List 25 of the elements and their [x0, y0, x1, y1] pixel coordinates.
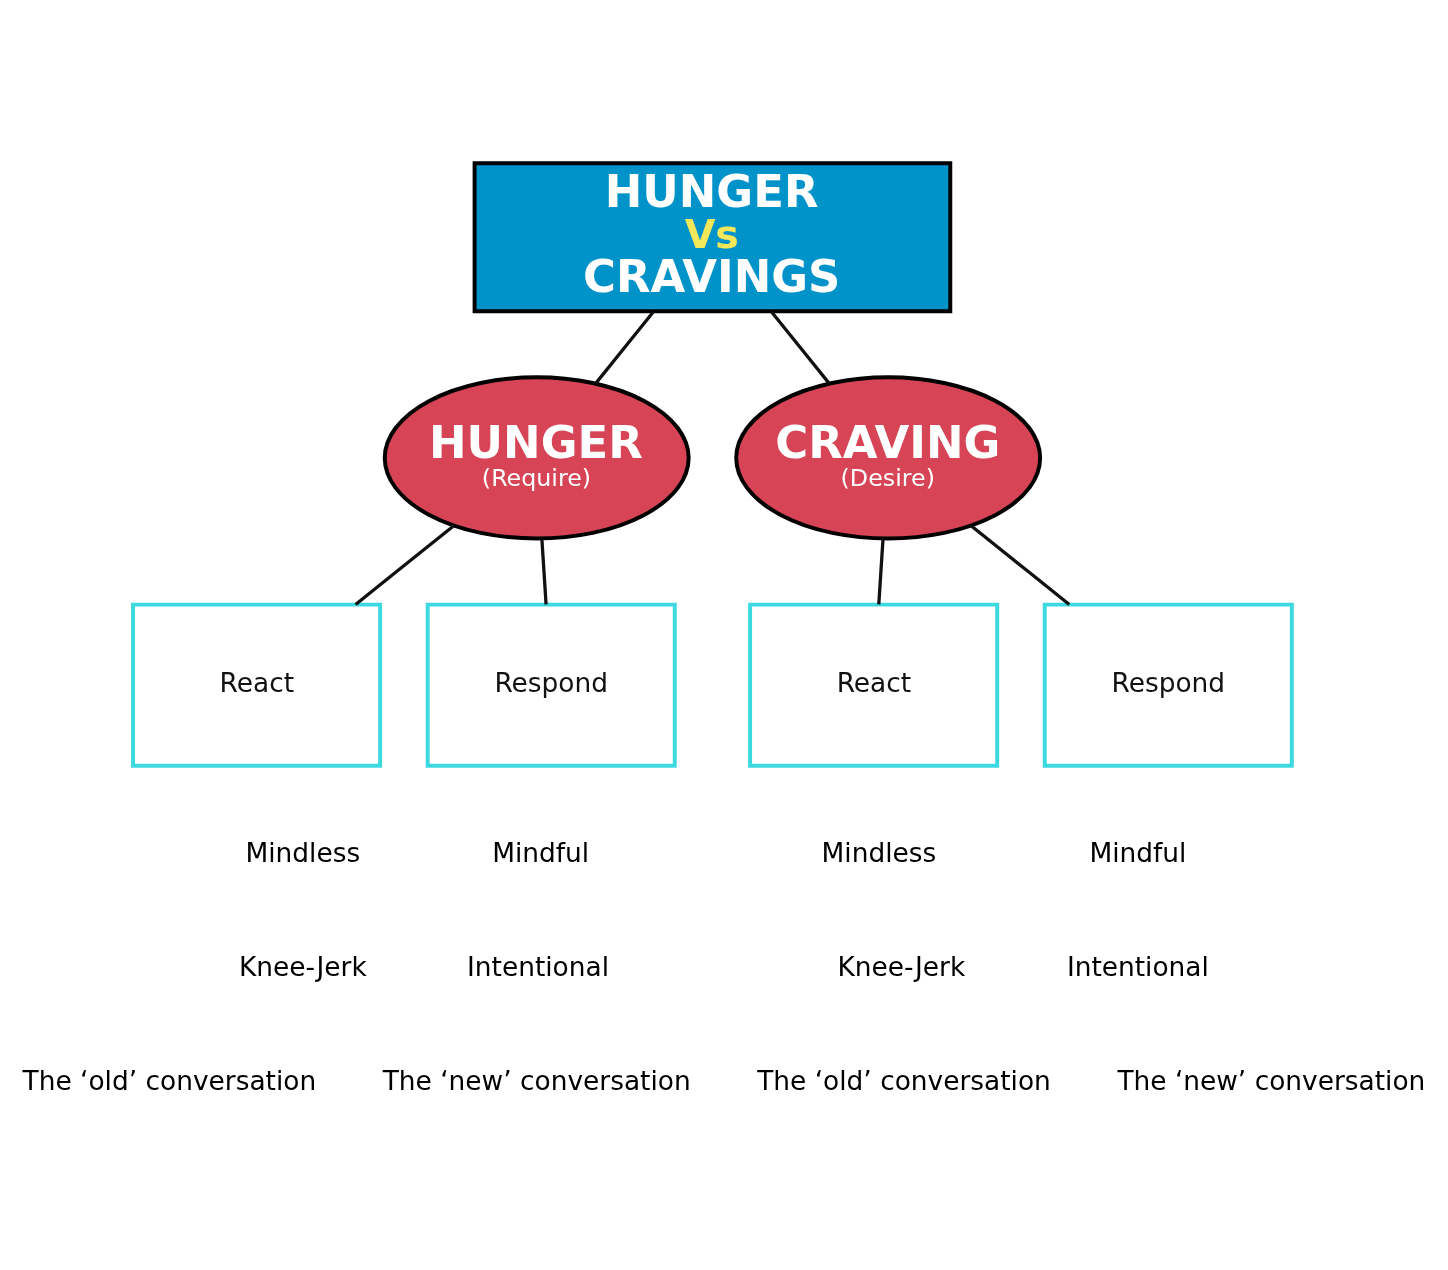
label: Knee-Jerk [238, 950, 367, 982]
label: Mindful [1089, 837, 1187, 869]
label: The ‘new’ conversation [382, 1064, 691, 1096]
label: Mindless [821, 837, 937, 869]
node-box: React [748, 602, 1000, 768]
label: Intentional [1066, 950, 1209, 982]
label: The ‘new’ conversation [1117, 1064, 1426, 1096]
node-box: HUNGER Vs CRAVINGS [472, 161, 953, 314]
connector [770, 310, 831, 385]
node-box: React [131, 602, 383, 768]
node-ellipse: CRAVING (Desire) [734, 375, 1043, 541]
label: Mindful [492, 837, 590, 869]
label: Knee-Jerk [837, 950, 966, 982]
node-box: Respond [425, 602, 677, 768]
node-box: Respond [1042, 602, 1294, 768]
connector [540, 538, 548, 605]
connector [877, 538, 885, 605]
label: Mindless [245, 837, 361, 869]
connector [354, 524, 455, 606]
label: Intentional [467, 950, 610, 982]
label: The ‘old’ conversation [757, 1064, 1051, 1096]
label: The ‘old’ conversation [22, 1064, 317, 1096]
connector [970, 524, 1071, 606]
connector [594, 310, 655, 385]
node-ellipse: HUNGER (Require) [382, 375, 691, 541]
